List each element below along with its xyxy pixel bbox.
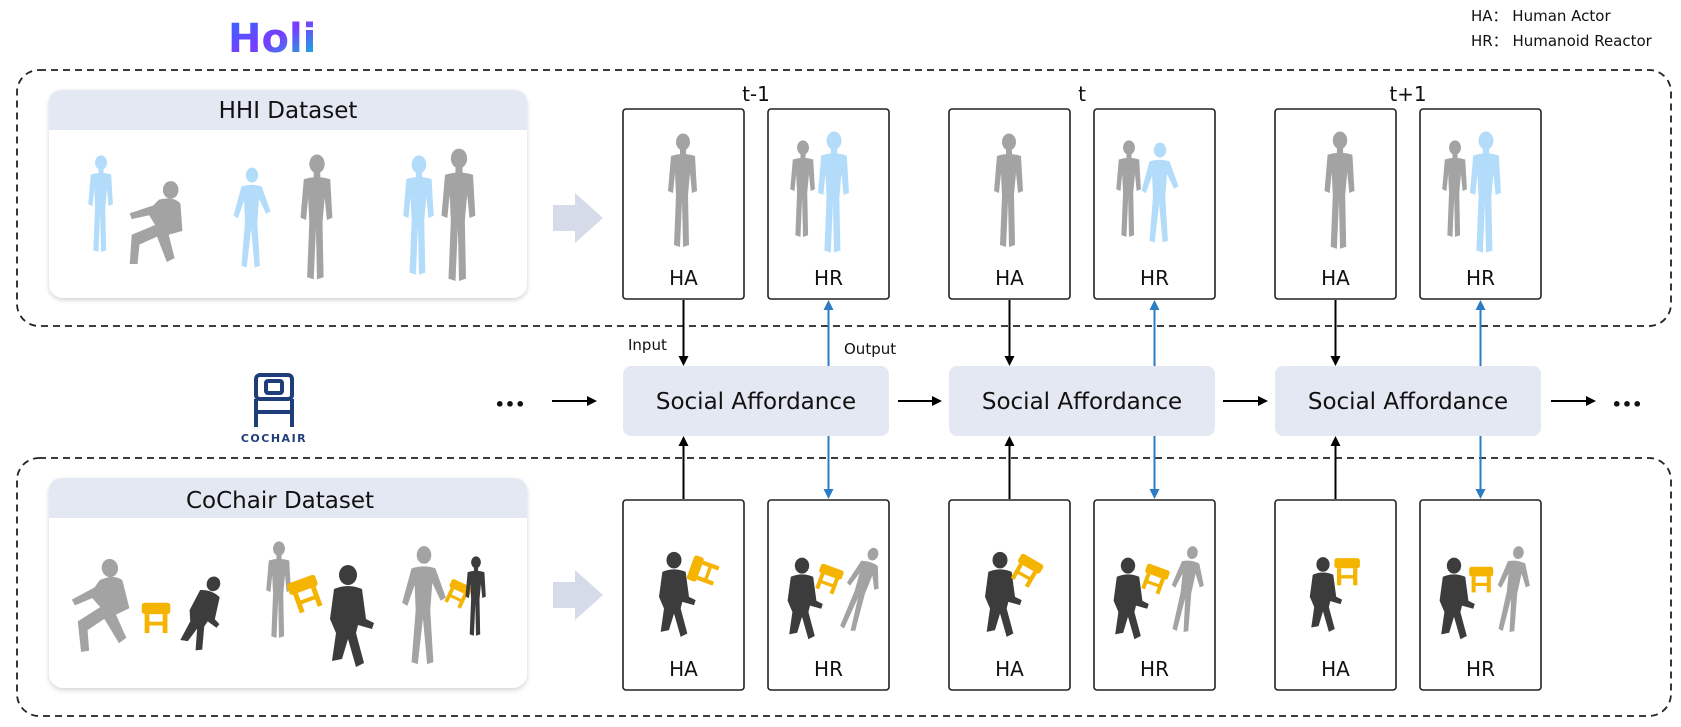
timestep-column-t+1: t+1HA HR HA HR Social Affordance (1274, 82, 1542, 691)
timestep-label: t-1 (742, 82, 770, 106)
hhi-ha-frame: HA (622, 108, 745, 300)
cochair-hr-frame-label: HR (814, 657, 843, 681)
cochair-hr-frame: HR (767, 499, 891, 691)
hhi-ha-frame-label: HA (1321, 266, 1350, 290)
cochair-hr-frame: HR (1093, 499, 1216, 691)
cochair-hr-frame-label: HR (1466, 657, 1495, 681)
cochair-hr-frame-border (767, 499, 890, 691)
social-affordance-label: Social Affordance (1308, 389, 1508, 415)
hhi-hr-frame: HR (1419, 108, 1542, 300)
hhi-flow-arrow (553, 193, 603, 243)
social-affordance-label: Social Affordance (982, 389, 1182, 415)
cochair-hr-frame-label: HR (1140, 657, 1169, 681)
hhi-hr-frame: HR (1093, 108, 1216, 300)
legend-ha: HA： Human Actor (1471, 7, 1611, 25)
social-affordance-module: Social Affordance (623, 366, 889, 436)
chair-logo-icon (254, 373, 294, 427)
legend-hr: HR： Humanoid Reactor (1471, 32, 1653, 50)
hhi-hr-frame-label: HR (814, 266, 843, 290)
social-affordance-module: Social Affordance (949, 366, 1215, 436)
social-affordance-label: Social Affordance (656, 389, 856, 415)
timestep-column-t: tHA HR HA HR Social Affordance (948, 82, 1216, 691)
social-affordance-box (623, 366, 889, 436)
hhi-card-header (49, 90, 527, 130)
cochair-ha-frame-label: HA (669, 657, 698, 681)
cochair-ha-frame: HA (1274, 499, 1397, 691)
timestep-columns: t-1HA HR HA HR Social Affordance tHA HR HA HR Soc… (622, 82, 1542, 691)
holi-logo-text: Holi (228, 16, 316, 62)
cochair-logo: COCHAIR (241, 373, 307, 445)
ellipsis-right: ••• (1612, 395, 1643, 414)
cochair-flow-arrow (553, 570, 603, 620)
cochair-ha-frame-label: HA (995, 657, 1024, 681)
social-affordance-module: Social Affordance (1275, 366, 1541, 436)
cochair-hr-frame-border (1419, 499, 1542, 691)
cochair-card-title: CoChair Dataset (186, 488, 374, 514)
cochair-region (16, 457, 1672, 717)
hhi-ha-frame-label: HA (669, 266, 698, 290)
output-label: Output (844, 340, 896, 358)
hhi-hr-frame-label: HR (1140, 266, 1169, 290)
cochair-ha-frame-label: HA (1321, 657, 1350, 681)
timestep-label: t+1 (1389, 82, 1426, 106)
hhi-ha-frame-label: HA (995, 266, 1024, 290)
cochair-ha-frame: HA (622, 499, 745, 691)
ellipsis-left: ••• (495, 395, 526, 414)
hhi-region (16, 69, 1672, 327)
cochair-card-header (49, 478, 527, 518)
input-label: Input (628, 336, 667, 354)
social-affordance-box (1275, 366, 1541, 436)
hhi-ha-frame: HA (948, 108, 1071, 300)
holi-logo: Holi (228, 16, 316, 62)
cochair-hr-frame-border (1093, 499, 1216, 691)
hhi-hr-frame-label: HR (1466, 266, 1495, 290)
cochair-ha-frame: HA (948, 499, 1071, 691)
cochair-logo-text: COCHAIR (241, 432, 307, 445)
hhi-ha-frame: HA (1274, 108, 1397, 300)
hhi-dataset-card: HHI Dataset (49, 90, 527, 298)
cochair-hr-frame: HR (1419, 499, 1542, 691)
timestep-column-t-1: t-1HA HR HA HR Social Affordance (622, 82, 891, 691)
cochair-dataset-card: CoChair Dataset (49, 478, 527, 688)
timestep-label: t (1078, 82, 1086, 106)
hhi-card-title: HHI Dataset (219, 98, 358, 124)
hhi-hr-frame: HR (767, 108, 890, 300)
social-affordance-box (949, 366, 1215, 436)
